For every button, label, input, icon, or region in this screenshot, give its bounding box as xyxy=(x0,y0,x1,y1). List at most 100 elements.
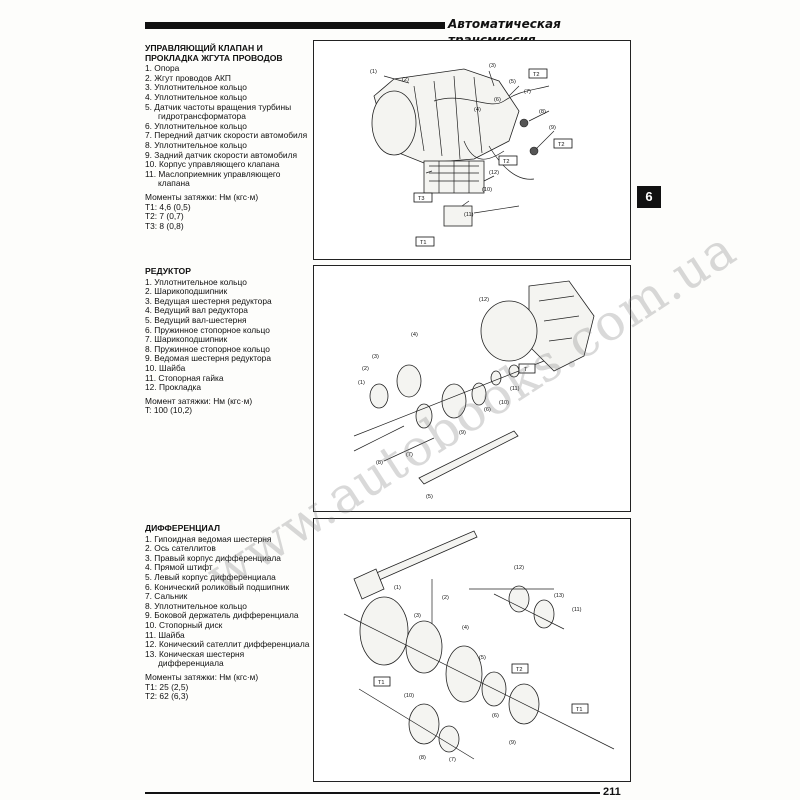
list-item: 4. Уплотнительное кольцо xyxy=(145,91,247,102)
callout-label: (12) xyxy=(489,170,499,176)
snap-ring xyxy=(471,382,487,406)
list-item: 13. Коническая шестерня дифференциала xyxy=(145,648,245,669)
torque-box xyxy=(528,68,548,79)
callout-label: (11) xyxy=(572,607,582,613)
torque-line: T1: 4,6 (0,5) xyxy=(145,201,191,212)
leader-lines xyxy=(383,70,555,214)
callout-label: (2) xyxy=(362,366,369,372)
callout-label: (6) xyxy=(484,407,491,413)
torque-box xyxy=(413,192,433,203)
torque-label: T2 xyxy=(516,667,523,673)
chapter-tab: 6 xyxy=(637,186,661,208)
callout-label: (3) xyxy=(372,354,379,360)
torque-line: Моменты затяжки: Нм (кгс·м) xyxy=(145,191,259,202)
pinion-mate xyxy=(508,585,530,613)
parts-list: 1. Опора 2. Жгут проводов АКП 3. Уплотни… xyxy=(145,64,311,189)
list-item: 9. Ведомая шестерня редуктора xyxy=(145,353,271,364)
sensor-1 xyxy=(519,118,529,128)
callout-label: (4) xyxy=(411,332,418,338)
pinion-shaft xyxy=(431,579,565,630)
callout-label: (1) xyxy=(394,585,401,591)
callout-label: (3) xyxy=(489,63,496,69)
gasket xyxy=(480,300,538,362)
list-item: 9. Задний датчик скорости автомобиля xyxy=(145,149,298,160)
callout-label: (4) xyxy=(474,107,481,113)
list-item: 10. Стопорный диск xyxy=(145,619,223,630)
list-item: 8. Уплотнительное кольцо xyxy=(145,139,247,150)
torque-box xyxy=(498,155,518,166)
list-item: 1. Гипоидная ведомая шестерня xyxy=(145,533,272,544)
diagram-control-valve: (1) (2) (3) (4) (5) (6) (7) (8) (9) (10)… xyxy=(313,40,631,260)
section-control-valve: УПРАВЛЯЮЩИЙ КЛАПАН И ПРОКЛАДКА ЖГУТА ПРО… xyxy=(145,43,311,231)
callout-label: (10) xyxy=(499,400,509,406)
callout-label: (2) xyxy=(442,595,449,601)
exploded-view-control-valve: (1) (2) (3) (4) (5) (6) (7) (8) (9) (10)… xyxy=(370,63,573,247)
centerlines xyxy=(353,360,545,462)
torque-box xyxy=(415,236,435,247)
torque-line: Момент затяжки: Нм (кгс·м) xyxy=(145,395,253,406)
list-item: 6. Пружинное стопорное кольцо xyxy=(145,324,270,335)
torque-label: T1 xyxy=(378,680,385,686)
callout-label: (9) xyxy=(549,125,556,131)
torque-label: T2 xyxy=(503,159,510,165)
snap-ring xyxy=(415,403,433,429)
torque-line: T2: 62 (6,3) xyxy=(145,691,189,702)
torque-specs: Моменты затяжки: Нм (кгс·м) T1: 25 (2,5)… xyxy=(145,671,311,702)
list-item: 5. Левый корпус дифференциала xyxy=(145,571,276,582)
exploded-view-differential: (1) (2) (3) (4) (5) (6) (7) (8) (9) (10)… xyxy=(343,530,615,763)
list-item: 7. Шарикоподшипник xyxy=(145,334,228,345)
side-gear xyxy=(533,599,555,629)
list-item: 7. Сальник xyxy=(145,591,188,602)
callout-label: (4) xyxy=(462,625,469,631)
header-rule xyxy=(145,22,445,29)
seal xyxy=(438,725,460,753)
callout-label: (1) xyxy=(358,380,365,386)
list-item: 3. Правый корпус дифференциала xyxy=(145,552,281,563)
list-item: 1. Уплотнительное кольцо xyxy=(145,276,247,287)
wiring-harness xyxy=(433,85,550,180)
torque-box xyxy=(553,138,573,149)
list-item: 10. Корпус управляющего клапана xyxy=(145,159,280,170)
callout-label: (9) xyxy=(509,740,516,746)
list-item: 12. Конический сателлит дифференциала xyxy=(145,639,310,650)
page-header-title: Автоматическая трансмиссия xyxy=(448,17,561,47)
list-item: 4. Ведущий вал редуктора xyxy=(145,305,248,316)
callout-label: (5) xyxy=(426,494,433,500)
callout-label: (8) xyxy=(539,109,546,115)
list-item: 2. Шарикоподшипник xyxy=(145,286,228,297)
callout-label: (7) xyxy=(406,452,413,458)
list-item: 6. Уплотнительное кольцо xyxy=(145,120,247,131)
torque-label: T2 xyxy=(558,142,565,148)
callout-label: (1) xyxy=(370,69,377,75)
list-item: 7. Передний датчик скорости автомобиля xyxy=(145,130,308,141)
list-item: 6. Конический роликовый подшипник xyxy=(145,581,290,592)
ring-gear xyxy=(359,596,409,666)
torque-box xyxy=(571,703,589,714)
callout-label: (13) xyxy=(554,593,564,599)
list-item: 1. Опора xyxy=(145,63,180,74)
case-ribs xyxy=(413,75,483,160)
pinion-gear xyxy=(353,568,385,600)
callout-label: (8) xyxy=(376,460,383,466)
washer xyxy=(490,370,502,386)
list-item: 5. Датчик частоты вращения турбины гидро… xyxy=(145,101,292,122)
callout-label: (12) xyxy=(479,297,489,303)
callout-label: (10) xyxy=(482,187,492,193)
drive-gear xyxy=(396,364,422,398)
callout-label: (5) xyxy=(479,655,486,661)
bearing xyxy=(369,383,389,409)
page-number: 211 xyxy=(603,786,621,798)
torque-specs: Момент затяжки: Нм (кгс·м) T: 100 (10,2) xyxy=(145,395,311,416)
callout-label: (11) xyxy=(464,212,474,218)
callout-label: (9) xyxy=(459,430,466,436)
section-title: ДИФФЕРЕНЦИАЛ xyxy=(145,523,221,533)
torque-label: T3 xyxy=(418,196,425,202)
callout-label: (7) xyxy=(524,89,531,95)
drive-pinion-shaft xyxy=(418,430,519,485)
list-item: 2. Ось сателлитов xyxy=(145,543,216,554)
torque-line: Моменты затяжки: Нм (кгс·м) xyxy=(145,671,259,682)
section-reducer: РЕДУКТОР 1. Уплотнительное кольцо 2. Шар… xyxy=(145,266,311,416)
footer-rule xyxy=(145,792,600,794)
list-item: 3. Уплотнительное кольцо xyxy=(145,82,247,93)
torque-line: T: 100 (10,2) xyxy=(145,405,193,416)
